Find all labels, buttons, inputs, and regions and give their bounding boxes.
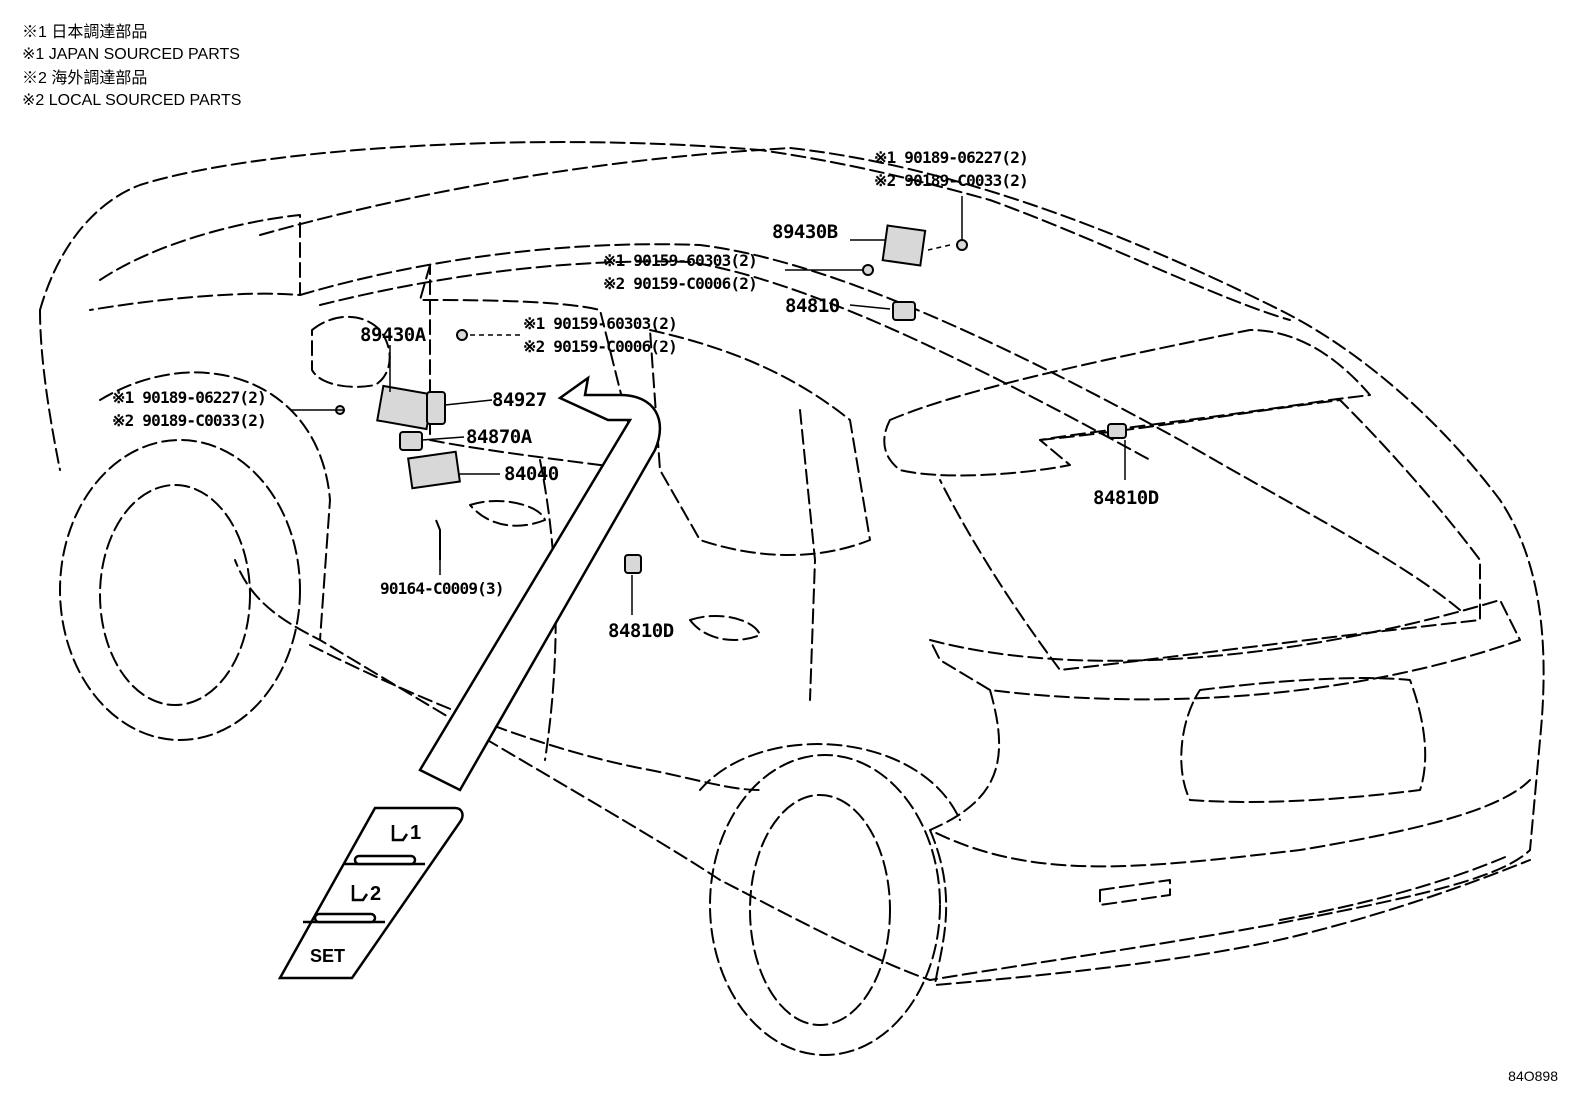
part-label-90189-06227-left: ※1 90189-06227(2) xyxy=(112,388,267,407)
part-label-89430A: 89430A xyxy=(360,324,426,346)
roof-rail xyxy=(299,243,1461,611)
screw-90164 xyxy=(435,519,441,560)
rear-window xyxy=(939,399,1481,671)
part-84040-body xyxy=(407,450,461,490)
part-label-90164-C0009: 90164-C0009(3) xyxy=(380,579,504,598)
license-plate-recess xyxy=(1180,677,1427,803)
part-label-89430B: 89430B xyxy=(772,221,838,243)
rear-bumper xyxy=(929,829,1531,986)
memory-seat-switch xyxy=(277,806,464,980)
part-label-90189-C0033-left: ※2 90189-C0033(2) xyxy=(112,411,267,430)
note-local-jp: ※2 海外調達部品 xyxy=(22,70,148,87)
rear-wheel xyxy=(709,754,941,1056)
note-local-en: ※2 LOCAL SOURCED PARTS xyxy=(22,92,242,109)
part-label-90159-C0006-upper: ※2 90159-C0006(2) xyxy=(603,274,758,293)
part-84927-body xyxy=(426,391,446,425)
door-handle-rear xyxy=(689,614,761,641)
part-label-84810: 84810 xyxy=(785,295,840,317)
part-label-90159-C0006-lower: ※2 90159-C0006(2) xyxy=(523,337,678,356)
part-84870A-body xyxy=(399,431,423,451)
door-bottom xyxy=(309,644,761,791)
part-label-84810D-roof: 84810D xyxy=(1093,487,1159,509)
tailgate-lower xyxy=(929,689,1531,868)
part-label-90159-60303-upper: ※1 90159-60303(2) xyxy=(603,251,758,270)
diagram-code: 84O898 xyxy=(1508,1068,1558,1084)
diffuser xyxy=(1279,854,1511,921)
part-label-84810D-door: 84810D xyxy=(608,620,674,642)
part-label-84927: 84927 xyxy=(492,389,547,411)
b-pillar xyxy=(799,409,816,701)
rear-wheel-inner xyxy=(749,794,891,1026)
roof-line xyxy=(259,149,1291,321)
front-wheel-arch xyxy=(99,371,331,641)
roof-rail-inner xyxy=(319,260,1151,461)
part-84810D-door-body xyxy=(624,554,642,574)
part-label-90189-06227-right: ※1 90189-06227(2) xyxy=(874,148,1029,167)
note-japan-jp: ※1 日本調達部品 xyxy=(22,24,148,41)
part-label-84870A: 84870A xyxy=(466,426,532,448)
windshield xyxy=(89,214,301,311)
tail-lamp xyxy=(929,599,1521,701)
rear-wheel-arch xyxy=(699,743,961,821)
part-89430B-body xyxy=(881,224,927,267)
side-window-rear xyxy=(649,329,871,556)
switch-label-memory-2: 2 xyxy=(370,883,382,905)
bumper-trim xyxy=(1099,879,1171,906)
screw-left xyxy=(456,329,468,341)
callout-arrow xyxy=(418,375,662,792)
front-wheel-inner xyxy=(99,484,251,706)
part-84810-body xyxy=(892,301,916,321)
front-wheel xyxy=(59,439,301,741)
screw-right xyxy=(862,264,874,276)
part-label-90159-60303-lower: ※1 90159-60303(2) xyxy=(523,314,678,333)
part-84810D-roof-body xyxy=(1107,423,1127,439)
part-89430A-body xyxy=(376,384,434,431)
switch-label-set: SET xyxy=(310,946,346,966)
vehicle-body-outline xyxy=(39,141,1545,981)
bolt-right xyxy=(956,239,968,251)
hood xyxy=(39,309,61,471)
part-label-90189-C0033-right: ※2 90189-C0033(2) xyxy=(874,171,1029,190)
switch-label-memory-1: 1 xyxy=(410,822,422,844)
note-japan-en: ※1 JAPAN SOURCED PARTS xyxy=(22,46,240,63)
rear-spoiler xyxy=(883,329,1371,477)
part-label-84040: 84040 xyxy=(504,463,559,485)
door-handle-front xyxy=(469,499,546,527)
